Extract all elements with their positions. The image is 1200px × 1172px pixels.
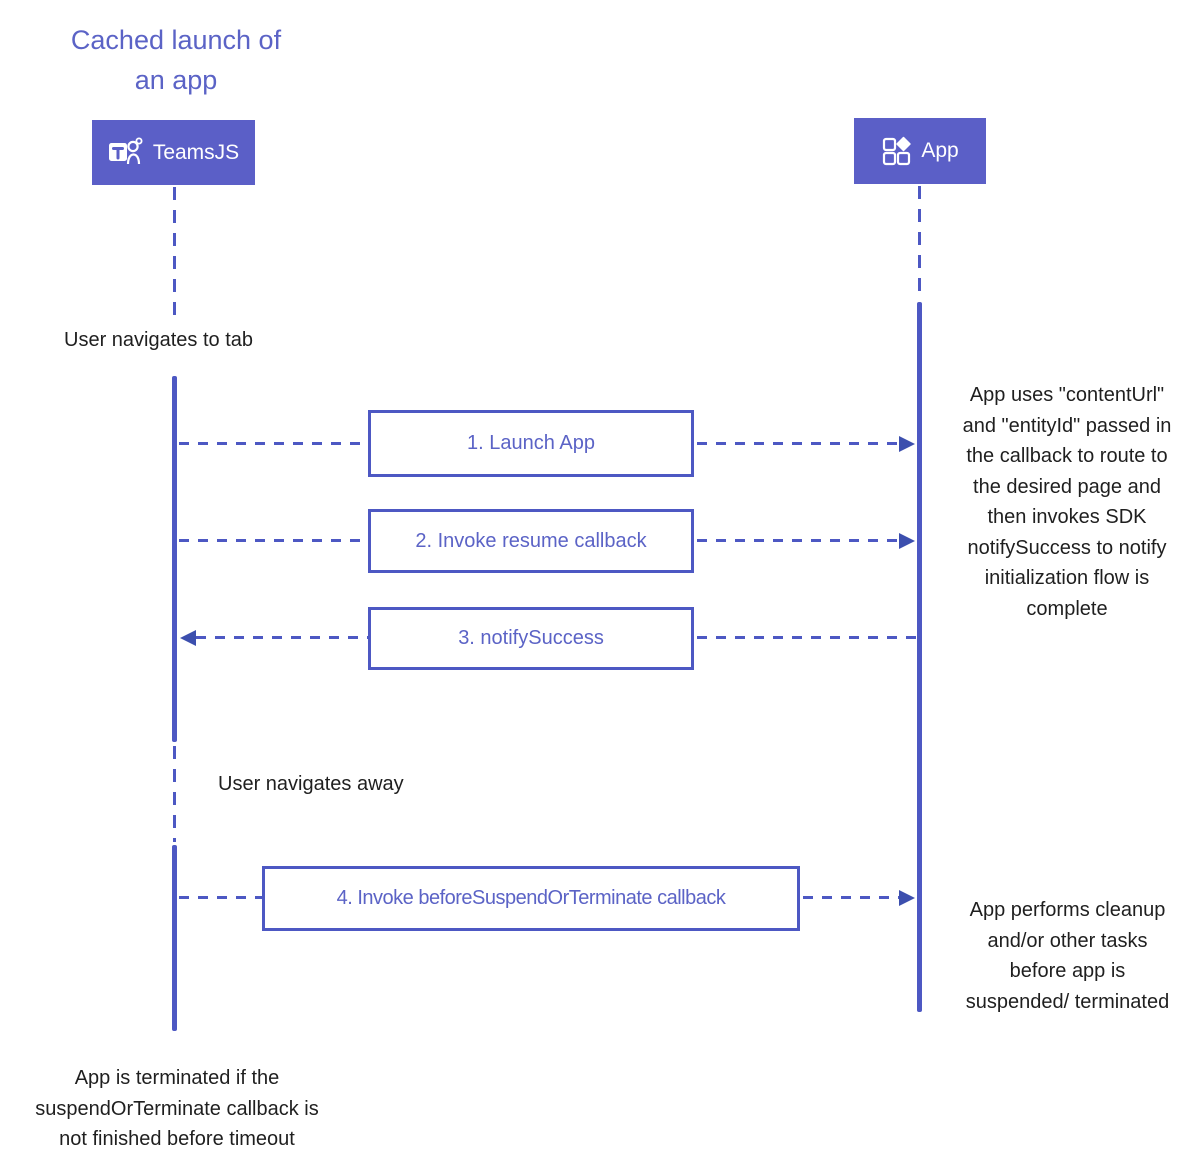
actor-app-label: App bbox=[921, 139, 959, 162]
message-4-connector-right bbox=[803, 896, 899, 899]
actor-teamsjs: TeamsJS bbox=[92, 120, 255, 185]
app-activation bbox=[917, 302, 922, 1012]
diagram-title-line1: Cached launch of bbox=[70, 25, 282, 55]
diagram-title-line2: an app bbox=[134, 65, 218, 95]
message-3-label: 3. notifySuccess bbox=[458, 627, 604, 649]
message-1-arrowhead-right-icon bbox=[899, 436, 915, 452]
message-2-connector-right bbox=[697, 539, 899, 542]
event-user-navigates-to-tab: User navigates to tab bbox=[64, 329, 253, 351]
note-app-launch: App uses "contentUrl" and "entityId" pas… bbox=[962, 384, 1172, 620]
teamsjs-activation-1 bbox=[172, 376, 177, 742]
message-3-box: 3. notifySuccess bbox=[368, 607, 694, 670]
teamsjs-lifeline-dashed-top bbox=[173, 187, 176, 315]
message-1-box: 1. Launch App bbox=[368, 410, 694, 477]
message-4-label: 4. Invoke beforeSuspendOrTerminate callb… bbox=[336, 887, 726, 909]
actor-app: App bbox=[854, 118, 986, 184]
message-4-connector-left bbox=[179, 896, 262, 899]
message-3-connector-right bbox=[697, 636, 917, 639]
app-lifeline-dashed-top bbox=[918, 186, 921, 300]
app-grid-icon bbox=[881, 136, 912, 167]
message-2-label: 2. Invoke resume callback bbox=[415, 529, 647, 552]
diagram-title: Cached launch of an app bbox=[36, 20, 316, 100]
message-2-arrowhead-right-icon bbox=[899, 533, 915, 549]
message-3-arrowhead-left-icon bbox=[180, 630, 196, 646]
note-termination: App is terminated if the suspendOrTermin… bbox=[35, 1067, 319, 1150]
actor-teamsjs-label: TeamsJS bbox=[152, 140, 240, 164]
teamsjs-activation-2 bbox=[172, 845, 177, 1031]
message-4-box: 4. Invoke beforeSuspendOrTerminate callb… bbox=[262, 866, 800, 931]
message-2-connector-left bbox=[179, 539, 368, 542]
message-3-connector-left bbox=[196, 636, 368, 639]
note-app-cleanup: App performs cleanup and/or other tasks … bbox=[965, 899, 1170, 1013]
teamsjs-lifeline-dashed-mid bbox=[173, 746, 176, 842]
message-4-arrowhead-right-icon bbox=[899, 890, 915, 906]
message-1-label: 1. Launch App bbox=[467, 432, 595, 454]
message-1-connector-left bbox=[179, 442, 368, 445]
event-user-navigates-away: User navigates away bbox=[218, 773, 404, 795]
message-1-connector-right bbox=[697, 442, 899, 445]
message-2-box: 2. Invoke resume callback bbox=[368, 509, 694, 573]
teams-logo-icon bbox=[108, 136, 144, 169]
